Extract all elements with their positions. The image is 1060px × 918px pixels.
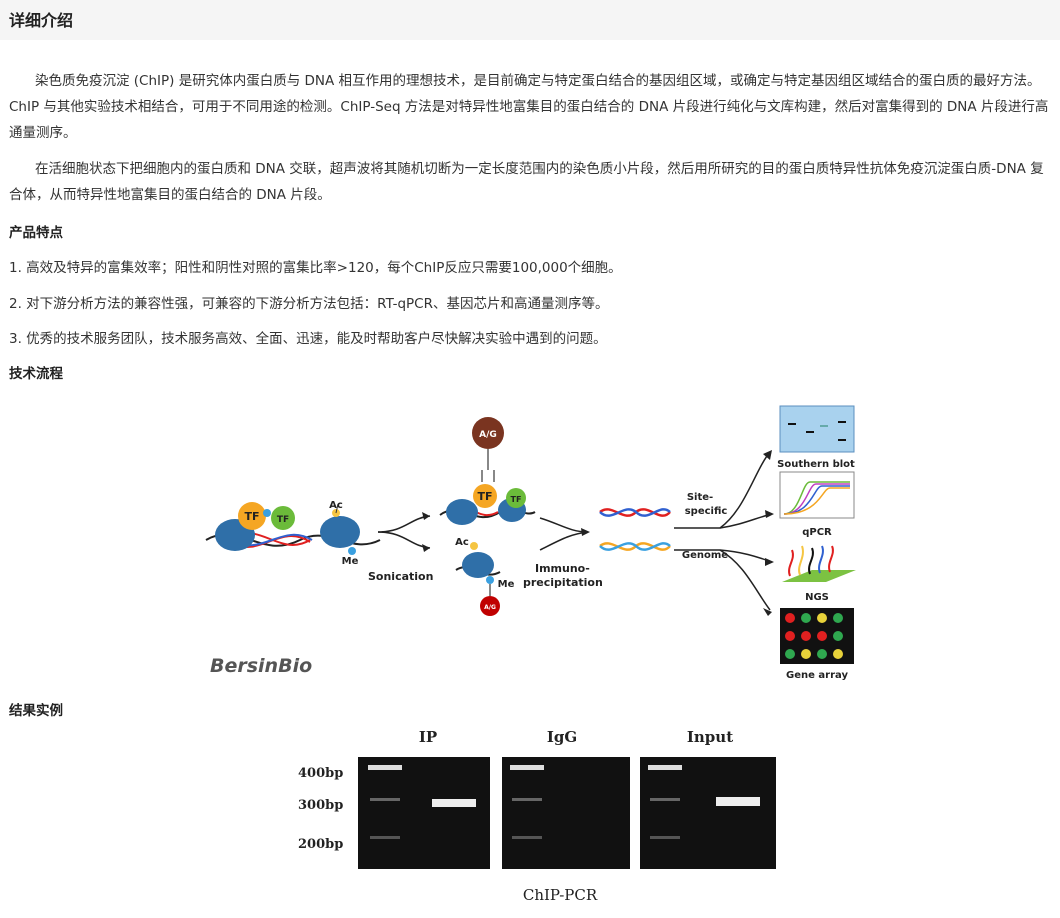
chip-workflow-diagram: TF TF Ac Me Sonication A/G TF TF Ac Me A… [205,405,856,681]
lane-label-ip: IP [419,728,437,746]
section-header: 详细介绍 [0,0,1060,40]
qpcr-label: qPCR [802,527,832,538]
tf-label-1: TF [244,510,259,523]
tf-label-4: TF [511,495,522,504]
feature-item-2: 2. 对下游分析方法的兼容性强，可兼容的下游分析方法包括：RT-qPCR、基因芯… [9,296,609,312]
qpcr-icon [779,471,855,519]
ac-label-2: Ac [455,537,469,548]
marker-200bp: 200bp [298,837,343,852]
section-title: 详细介绍 [9,11,74,30]
genome-label: Genome [682,550,728,561]
dna-fragments [599,508,671,551]
intro-paragraph-2: 在活细胞状态下把细胞内的蛋白质和 DNA 交联，超声波将其随机切断为一定长度范围… [9,161,1044,203]
gel-panel-input [640,757,776,869]
ngs-label: NGS [805,592,829,603]
array-label: Gene array [786,670,848,681]
site-label-1: Site- [687,492,713,503]
site-label-2: specific [685,506,728,517]
tf-label-2: TF [277,515,289,525]
chromatin-left [205,502,381,555]
ac-label-1: Ac [329,500,343,511]
histone-complex [455,542,501,616]
marker-300bp: 300bp [298,798,343,813]
ngs-icon [782,545,856,582]
gel-caption: ChIP-PCR [523,886,598,904]
feature-item-3: 3. 优秀的技术服务团队，技术服务高效、全面、迅速，能及时帮助客户尽快解决实验中… [9,331,607,347]
me-label-1: Me [342,556,359,567]
southern-blot-icon [779,405,855,453]
marker-400bp: 400bp [298,766,343,781]
sonication-label: Sonication [368,570,433,583]
antibody-complex [439,417,536,525]
southern-label: Southern blot [777,459,855,470]
gel-panel-ip [358,757,490,869]
tf-label-3: TF [477,490,492,503]
ag-label-1: A/G [479,430,497,440]
me-label-2: Me [498,579,515,590]
brand-logo: BersinBio [210,655,312,677]
gene-array-icon [780,608,854,664]
immuno-label-1: Immuno- [535,562,590,575]
lane-label-igg: IgG [547,728,577,746]
chip-pcr-gel: IP IgG Input 400bp 300bp 200bp ChIP-PCR [298,728,776,904]
lane-label-input: Input [687,728,733,746]
ag-label-2: A/G [484,604,496,611]
results-heading: 结果实例 [9,703,63,719]
feature-item-1: 1. 高效及特异的富集效率；阳性和阴性对照的富集比率>120，每个ChIP反应只… [9,260,622,276]
intro-paragraph-1: 染色质免疫沉淀 (ChIP) 是研究体内蛋白质与 DNA 相互作用的理想技术，是… [9,73,1049,141]
immuno-label-2: precipitation [523,576,603,589]
workflow-heading: 技术流程 [9,366,63,382]
gel-panel-igg [502,757,630,869]
features-heading: 产品特点 [9,225,63,241]
